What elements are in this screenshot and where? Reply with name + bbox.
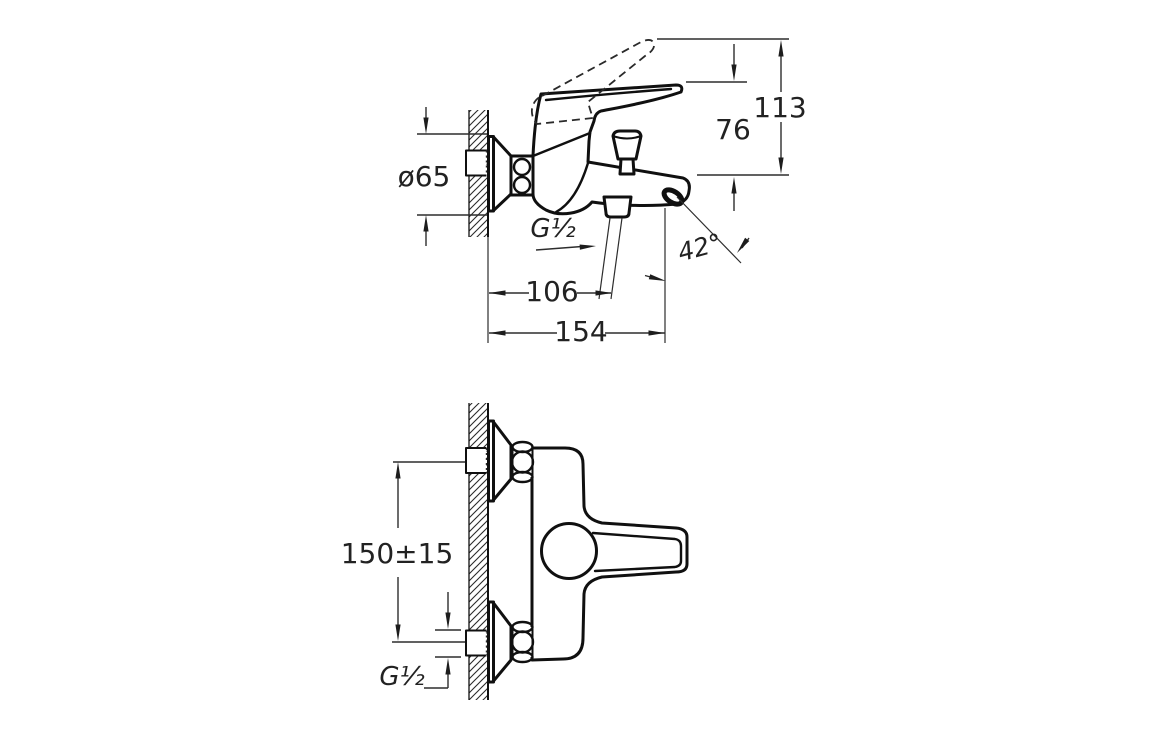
union-nut-top-plan — [510, 440, 535, 484]
dim-connection-spacing-label: 150±15 — [341, 537, 454, 570]
diverter-knob — [611, 129, 643, 176]
cartridge-collar-line — [531, 131, 592, 158]
dim-thread-plan-label: G½ — [379, 662, 424, 692]
supply-connection-block-top — [465, 447, 488, 474]
dim-diameter-label: ø65 — [398, 160, 451, 193]
faucet-body — [531, 83, 691, 216]
lever-bar — [591, 531, 683, 573]
supply-connection-block — [465, 149, 488, 177]
escutcheon — [487, 135, 513, 213]
dim-outlet-extension-lines — [598, 217, 623, 300]
dim-total-height-label: 113 — [753, 91, 806, 124]
lever-knob — [540, 522, 598, 580]
dim-spacing-150: 150±15 — [341, 461, 465, 643]
faucet-body-plan — [530, 446, 689, 662]
escutcheon-bottom — [487, 600, 513, 684]
body-spout-intersection — [554, 161, 590, 214]
dim-height-76: 76 — [686, 44, 751, 211]
dim-thread-plan: G½ — [379, 592, 461, 692]
dim-outlet-depth-label: 106 — [525, 275, 578, 308]
shower-outlet-port — [602, 195, 633, 219]
escutcheon-top — [487, 419, 513, 503]
dim-thread-side: G½ — [530, 214, 596, 251]
dim-angle-label: 42° — [675, 228, 725, 267]
union-nut — [509, 154, 535, 197]
union-nut-bottom-plan — [510, 620, 535, 664]
handle-open-dashed — [530, 39, 655, 125]
dim-handle-height-label: 76 — [715, 113, 751, 146]
dim-diameter-65: ø65 — [398, 107, 487, 246]
dim-depth-106: 106 — [487, 237, 612, 343]
plan-view: 150±15 G½ — [341, 403, 689, 700]
side-view: ø65 113 76 G½ — [398, 38, 807, 348]
dim-total-depth-label: 154 — [554, 315, 607, 348]
spout-outlet — [661, 187, 685, 207]
dim-thread-side-label: G½ — [530, 214, 575, 244]
handle-grip-line — [544, 87, 673, 102]
supply-connection-block-bottom — [465, 629, 488, 657]
dim-depth-154: 154 — [489, 208, 666, 348]
dim-height-113: 113 — [657, 38, 807, 176]
